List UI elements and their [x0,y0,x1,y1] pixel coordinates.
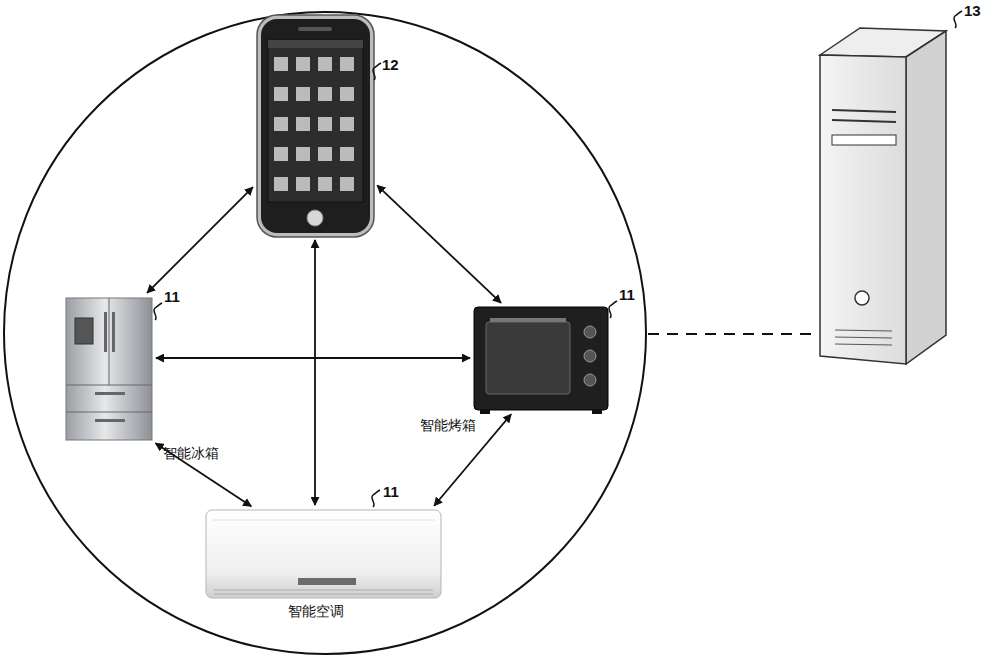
oven-picture [474,307,608,414]
double-arrow [156,443,252,506]
phone-picture [257,15,374,237]
dashed-link [648,333,812,335]
callout-number: 13 [964,3,981,20]
fridge-node: 11智能冰箱 [65,295,153,443]
phone-node: 12 [255,15,375,237]
ac-node: 11智能空调 [205,508,442,600]
callout-number: 11 [619,287,635,304]
double-arrow [377,185,501,303]
device-label: 智能空调 [288,604,344,619]
callout-number: 11 [164,289,180,306]
ac-picture [206,510,441,598]
leader-squiggle [154,11,962,507]
device-label: 智能烤箱 [420,418,476,433]
callout-number: 12 [382,57,399,74]
oven-node: 11智能烤箱 [473,305,608,412]
double-arrow [314,240,316,505]
server-node: 13 [820,25,948,365]
double-arrow [147,187,253,293]
fridge-picture [66,298,152,440]
double-arrow [156,357,470,359]
network-circle [4,12,646,654]
device-label: 智能冰箱 [163,446,219,461]
callout-number: 11 [383,484,399,501]
server-picture [820,28,946,364]
